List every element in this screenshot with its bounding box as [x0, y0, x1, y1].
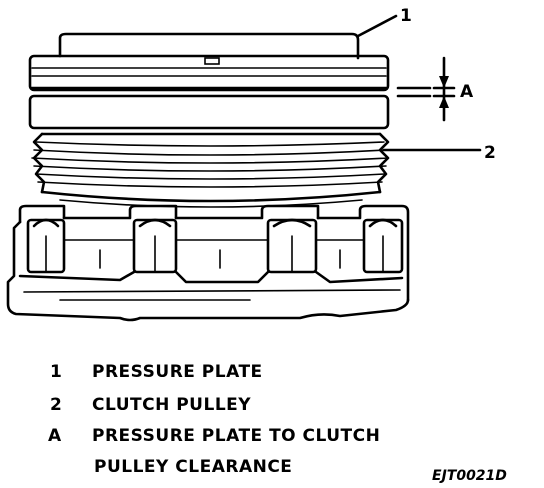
legend: 1 PRESSURE PLATE 2 CLUTCH PULLEY A PRESS… [48, 362, 380, 477]
legend-text-a-line1: PRESSURE PLATE TO CLUTCH [92, 426, 380, 446]
compressor-housing [6, 204, 410, 322]
legend-key-a: A [48, 426, 62, 446]
clearance-dimension-a [396, 56, 456, 122]
legend-text-2: CLUTCH PULLEY [92, 395, 251, 415]
leader-1 [356, 14, 398, 38]
figure-id: EJT0021D [432, 468, 507, 484]
legend-text-a-line2: PULLEY CLEARANCE [94, 457, 292, 477]
pressure-plate [28, 32, 390, 92]
legend-key-2: 2 [50, 395, 62, 415]
legend-text-1: PRESSURE PLATE [92, 362, 263, 382]
clutch-pulley [28, 94, 390, 208]
callout-2-label: 2 [484, 143, 496, 163]
callout-1-label: 1 [400, 6, 412, 26]
callout-a-label: A [460, 82, 474, 102]
legend-key-1: 1 [50, 362, 62, 382]
